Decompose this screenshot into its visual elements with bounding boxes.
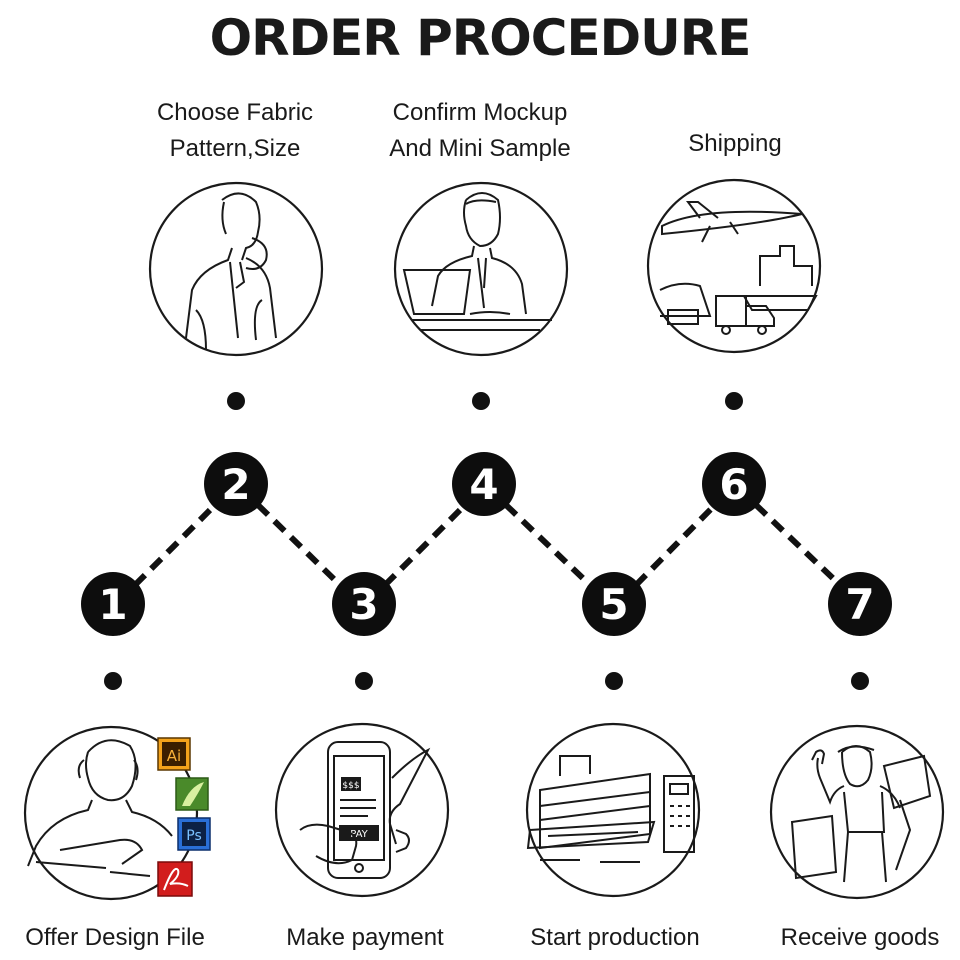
step-2-label: Choose Fabric Pattern,Size (156, 99, 314, 162)
step-1-label: Offer Design File (25, 924, 205, 951)
step-5-badge: 5 (582, 572, 646, 636)
small-dots (104, 392, 869, 690)
step-1-number: 1 (98, 580, 127, 629)
step-1-badge: 1 (81, 572, 145, 636)
step-7-badge: 7 (828, 572, 892, 636)
pay-button-text: PAY (350, 829, 368, 840)
dot-step-6 (725, 392, 743, 410)
step-6-badge: 6 (702, 452, 766, 516)
step-3-badge: 3 (332, 572, 396, 636)
step-3-label: Make payment (286, 924, 444, 951)
coreldraw-icon (175, 777, 209, 811)
phone-payment-icon: $$$ PAY (274, 722, 450, 898)
connector-6-7 (753, 502, 843, 588)
step-7-label: Receive goods (780, 924, 940, 951)
step-5-label: Start production (530, 924, 700, 951)
payment-amount-text: $$$ (342, 781, 359, 791)
connector-3-4 (382, 502, 468, 588)
step-7-number: 7 (845, 580, 874, 629)
dot-step-2 (227, 392, 245, 410)
page-title: ORDER PROCEDURE (209, 9, 752, 67)
connector-1-2 (132, 502, 218, 588)
connector-lines (132, 502, 843, 588)
step-5-number: 5 (599, 580, 628, 629)
connector-2-3 (255, 502, 343, 588)
step-6-number: 6 (719, 460, 748, 509)
pdf-icon (157, 861, 193, 897)
dot-step-7 (851, 672, 869, 690)
step-4-number: 4 (469, 460, 498, 509)
photoshop-badge-text: Ps (186, 828, 202, 844)
step-2-number: 2 (221, 460, 250, 509)
step-6-label: Shipping (688, 130, 782, 157)
connector-4-5 (503, 502, 593, 588)
illustrator-icon: Ai (157, 737, 191, 771)
step-4-label: Confirm Mockup And Mini Sample (389, 99, 571, 162)
step-2-badge: 2 (204, 452, 268, 516)
step-4-badge: 4 (452, 452, 516, 516)
connector-5-6 (633, 502, 718, 588)
designer-with-software-icons-icon (23, 725, 199, 901)
software-badges: Ai Ps (157, 737, 211, 897)
heat-press-machine-icon (525, 722, 701, 898)
dot-step-1 (104, 672, 122, 690)
man-at-laptop-icon (393, 181, 569, 357)
step-3-number: 3 (349, 580, 378, 629)
photoshop-icon: Ps (177, 817, 211, 851)
dot-step-5 (605, 672, 623, 690)
dot-step-3 (355, 672, 373, 690)
airplane-truck-ship-icon (646, 178, 822, 354)
thinking-man-icon (148, 181, 324, 357)
delivery-man-icon (769, 724, 945, 900)
illustrator-badge-text: Ai (167, 747, 181, 765)
dot-step-4 (472, 392, 490, 410)
